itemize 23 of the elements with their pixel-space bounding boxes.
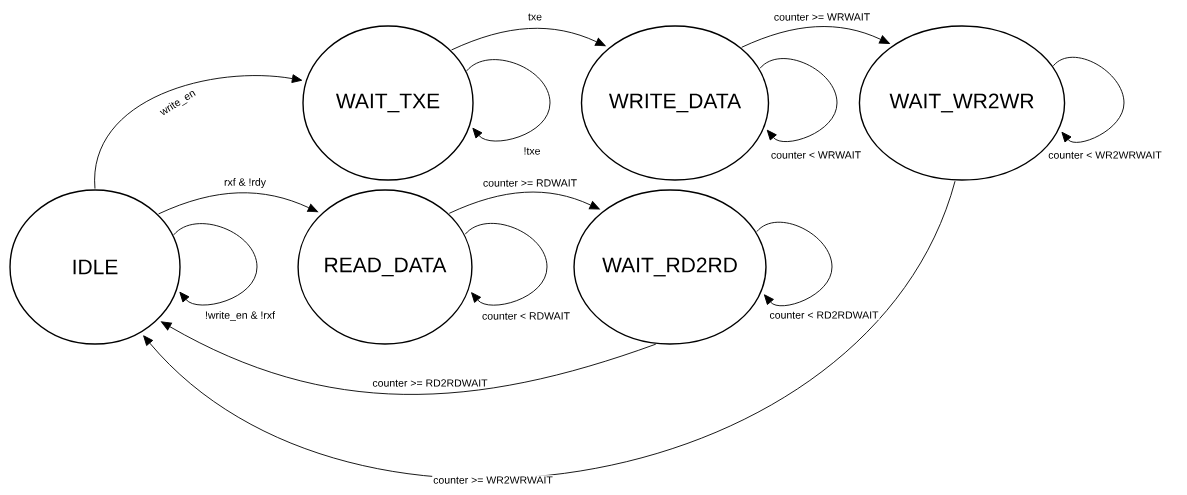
- arrow: [466, 59, 551, 142]
- arrow: [756, 221, 833, 307]
- arrow: [464, 223, 548, 306]
- edge-label: rxf & !rdy: [223, 177, 267, 189]
- edge-label: !write_en & !rxf: [204, 310, 276, 322]
- arrow: [94, 74, 303, 190]
- edge-label: counter >= WR2WRWAIT: [432, 475, 554, 485]
- arrow: [173, 223, 258, 306]
- arrow: [1052, 56, 1125, 143]
- edge-label: !txe: [522, 146, 542, 156]
- edge-label: counter >= WRWAIT: [772, 12, 872, 22]
- arrow: [759, 58, 838, 142]
- edge-label: counter < RD2RDWAIT: [768, 310, 880, 320]
- arrow: [143, 180, 956, 479]
- arrow: [158, 192, 319, 215]
- edge-label: counter >= RDWAIT: [481, 178, 579, 188]
- arrow: [448, 191, 600, 214]
- edge-label: counter >= RD2RDWAIT: [371, 378, 489, 388]
- edge-label: txe: [527, 12, 543, 22]
- arrow: [451, 27, 606, 51]
- arrow: [741, 26, 890, 48]
- edge-label: counter < RDWAIT: [481, 311, 571, 321]
- arrow: [161, 321, 657, 395]
